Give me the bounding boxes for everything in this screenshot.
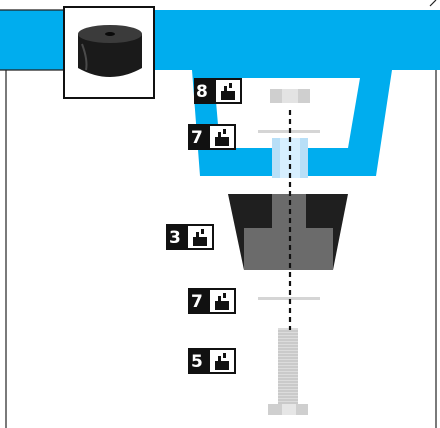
top-nut <box>270 89 310 103</box>
badge-7-top: 7 <box>188 124 236 150</box>
badge-8-number: 8 <box>196 82 208 102</box>
badge-8: 8 <box>194 78 242 104</box>
badge-7-bottom-number: 7 <box>191 292 203 312</box>
bolt <box>268 328 308 415</box>
badge-5: 5 <box>188 348 236 374</box>
rubber-foot-photo <box>64 7 154 98</box>
rubber-foot <box>228 194 348 270</box>
badge-3-number: 3 <box>169 228 181 248</box>
badge-5-number: 5 <box>191 352 203 372</box>
badge-3: 3 <box>166 224 214 250</box>
badge-7-bottom: 7 <box>188 288 236 314</box>
badge-7-top-number: 7 <box>191 128 203 148</box>
